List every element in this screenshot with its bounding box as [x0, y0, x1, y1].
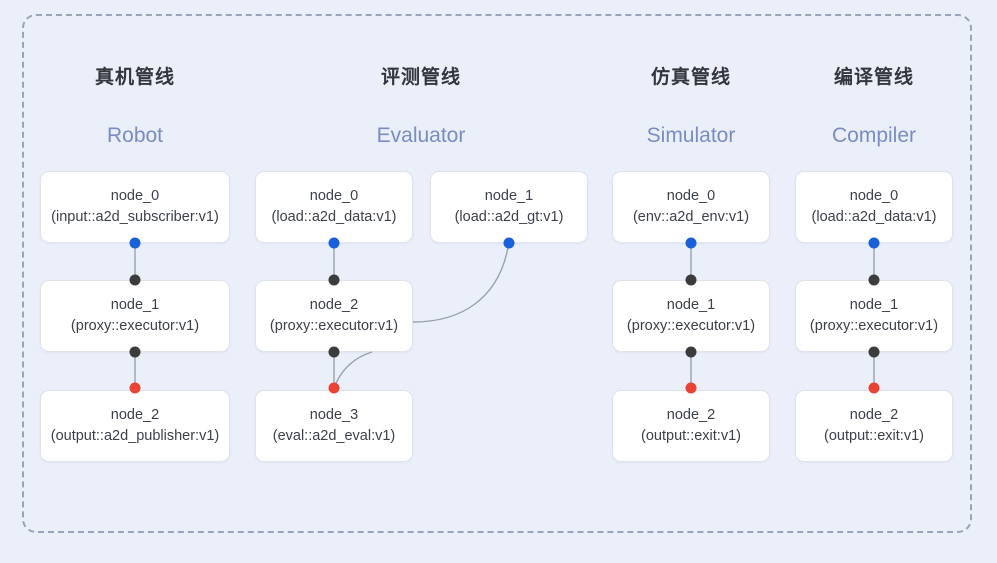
node-title: node_1: [484, 187, 534, 204]
port-output-blue[interactable]: [129, 237, 141, 249]
edge-eval-n2-n3-curve: [333, 351, 373, 389]
port-input-red[interactable]: [328, 382, 340, 394]
node-spec: (output::a2d_publisher:v1): [50, 428, 220, 444]
node-eval-n0[interactable]: node_0 (load::a2d_data:v1): [255, 171, 413, 243]
node-spec: (proxy::executor:v1): [269, 318, 399, 334]
node-comp-n2[interactable]: node_2 (output::exit:v1): [795, 390, 953, 462]
port-output-blue[interactable]: [328, 237, 340, 249]
port-input-dark[interactable]: [868, 274, 880, 286]
node-eval-n3[interactable]: node_3 (eval::a2d_eval:v1): [255, 390, 413, 462]
port-input-dark[interactable]: [129, 274, 141, 286]
node-title: node_2: [110, 406, 160, 423]
node-spec: (proxy::executor:v1): [70, 318, 200, 334]
node-robot-n1[interactable]: node_1 (proxy::executor:v1): [40, 280, 230, 352]
node-title: node_3: [309, 406, 359, 423]
node-sim-n0[interactable]: node_0 (env::a2d_env:v1): [612, 171, 770, 243]
node-title: node_0: [849, 187, 899, 204]
node-spec: (proxy::executor:v1): [626, 318, 756, 334]
column-title-simulator: 仿真管线: [650, 67, 731, 88]
port-input-dark[interactable]: [328, 274, 340, 286]
node-title: node_2: [849, 406, 899, 423]
node-spec: (proxy::executor:v1): [809, 318, 939, 334]
column-subtitle-robot: Robot: [106, 124, 164, 147]
column-title-compiler: 编译管线: [833, 67, 914, 88]
column-subtitle-compiler: Compiler: [831, 124, 917, 147]
node-spec: (output::exit:v1): [824, 428, 924, 444]
port-output-dark[interactable]: [129, 346, 141, 358]
node-sim-n1[interactable]: node_1 (proxy::executor:v1): [612, 280, 770, 352]
node-title: node_1: [110, 296, 160, 313]
port-input-red[interactable]: [685, 382, 697, 394]
port-input-dark[interactable]: [685, 274, 697, 286]
node-title: node_2: [666, 406, 716, 423]
port-input-red[interactable]: [868, 382, 880, 394]
node-comp-n0[interactable]: node_0 (load::a2d_data:v1): [795, 171, 953, 243]
node-eval-n1[interactable]: node_1 (load::a2d_gt:v1): [430, 171, 588, 243]
node-title: node_1: [849, 296, 899, 313]
node-spec: (load::a2d_data:v1): [271, 209, 397, 225]
port-output-blue[interactable]: [868, 237, 880, 249]
column-title-robot: 真机管线: [94, 67, 175, 88]
node-spec: (env::a2d_env:v1): [632, 209, 750, 225]
node-spec: (output::exit:v1): [641, 428, 741, 444]
node-spec: (eval::a2d_eval:v1): [272, 428, 396, 444]
port-output-dark[interactable]: [328, 346, 340, 358]
node-title: node_1: [666, 296, 716, 313]
column-subtitle-evaluator: Evaluator: [376, 124, 466, 147]
node-spec: (load::a2d_data:v1): [811, 209, 937, 225]
port-output-dark[interactable]: [868, 346, 880, 358]
node-title: node_2: [309, 296, 359, 313]
node-spec: (load::a2d_gt:v1): [454, 209, 564, 225]
node-title: node_0: [110, 187, 160, 204]
node-title: node_0: [309, 187, 359, 204]
column-title-evaluator: 评测管线: [380, 67, 461, 88]
node-spec: (input::a2d_subscriber:v1): [51, 209, 219, 225]
node-title: node_0: [666, 187, 716, 204]
column-subtitle-simulator: Simulator: [646, 124, 736, 147]
port-output-blue[interactable]: [685, 237, 697, 249]
node-eval-n2[interactable]: node_2 (proxy::executor:v1): [255, 280, 413, 352]
edge-eval-n1-n2-curve: [412, 241, 510, 323]
port-output-blue[interactable]: [503, 237, 515, 249]
node-sim-n2[interactable]: node_2 (output::exit:v1): [612, 390, 770, 462]
node-robot-n0[interactable]: node_0 (input::a2d_subscriber:v1): [40, 171, 230, 243]
port-input-red[interactable]: [129, 382, 141, 394]
node-comp-n1[interactable]: node_1 (proxy::executor:v1): [795, 280, 953, 352]
node-robot-n2[interactable]: node_2 (output::a2d_publisher:v1): [40, 390, 230, 462]
port-output-dark[interactable]: [685, 346, 697, 358]
